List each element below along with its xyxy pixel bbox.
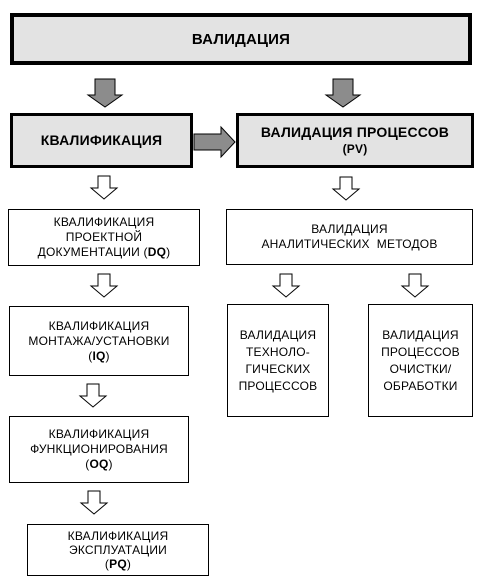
oq-box: КВАЛИФИКАЦИЯ ФУНКЦИОНИРОВАНИЯ (OQ) <box>9 416 189 483</box>
dq-line2: ПРОЕКТНОЙ <box>65 230 143 244</box>
arrow-down-outline-1 <box>89 175 119 200</box>
pq-line2: ЭКСПЛУАТАЦИИ <box>69 543 167 557</box>
validation-top-label: ВАЛИДАЦИЯ <box>191 30 291 48</box>
tech-line2: ТЕХНОЛО- <box>245 344 310 359</box>
analytical-methods-box: ВАЛИДАЦИЯ АНАЛИТИЧЕСКИХ МЕТОДОВ <box>226 209 473 265</box>
arrow-down-outline-5 <box>331 176 361 201</box>
oq-line1: КВАЛИФИКАЦИЯ <box>48 427 150 441</box>
tech-line3: ГИЧЕСКИХ <box>245 361 311 376</box>
qualification-label: КВАЛИФИКАЦИЯ <box>40 132 163 148</box>
cleaning-line2: ПРОЦЕССОВ <box>381 344 460 359</box>
tech-processes-box: ВАЛИДАЦИЯ ТЕХНОЛО- ГИЧЕСКИХ ПРОЦЕССОВ <box>227 304 329 417</box>
iq-box: КВАЛИФИКАЦИЯ МОНТАЖА/УСТАНОВКИ (IQ) <box>9 306 189 376</box>
arrow-down-outline-3 <box>78 383 108 408</box>
pq-box: КВАЛИФИКАЦИЯ ЭКСПЛУАТАЦИИ (PQ) <box>27 524 209 576</box>
iq-line1: КВАЛИФИКАЦИЯ <box>48 318 150 333</box>
process-validation-line1: ВАЛИДАЦИЯ ПРОЦЕССОВ <box>260 123 450 140</box>
tech-line1: ВАЛИДАЦИЯ <box>239 327 317 342</box>
cleaning-processes-box: ВАЛИДАЦИЯ ПРОЦЕССОВ ОЧИСТКИ/ ОБРАБОТКИ <box>368 304 473 417</box>
iq-line2: МОНТАЖА/УСТАНОВКИ <box>28 333 170 348</box>
arrow-down-grey-right <box>324 78 362 108</box>
tech-line4: ПРОЦЕССОВ <box>238 378 318 393</box>
dq-box: КВАЛИФИКАЦИЯ ПРОЕКТНОЙ ДОКУМЕНТАЦИИ (DQ) <box>8 209 200 266</box>
arrow-down-outline-4 <box>79 490 109 515</box>
analytical-line1: ВАЛИДАЦИЯ <box>311 222 388 236</box>
oq-line2: ФУНКЦИОНИРОВАНИЯ <box>30 442 168 456</box>
iq-line3: (IQ) <box>88 348 110 363</box>
process-validation-box: ВАЛИДАЦИЯ ПРОЦЕССОВ (PV) <box>236 113 474 168</box>
oq-line3: (OQ) <box>85 457 113 471</box>
arrow-down-outline-6 <box>271 273 301 298</box>
dq-line1: КВАЛИФИКАЦИЯ <box>53 215 155 229</box>
analytical-line2: АНАЛИТИЧЕСКИХ МЕТОДОВ <box>261 237 438 251</box>
dq-line3: ДОКУМЕНТАЦИИ (DQ) <box>37 245 171 259</box>
arrow-down-grey-left <box>86 78 124 108</box>
arrow-right-grey <box>193 125 236 159</box>
arrow-down-outline-2 <box>89 273 119 298</box>
process-validation-line2: (PV) <box>342 141 368 156</box>
cleaning-line1: ВАЛИДАЦИЯ <box>382 327 459 342</box>
cleaning-line4: ОБРАБОТКИ <box>383 378 458 393</box>
pq-line3: (PQ) <box>104 557 132 571</box>
cleaning-line3: ОЧИСТКИ/ <box>389 361 452 376</box>
pq-line1: КВАЛИФИКАЦИЯ <box>67 529 169 543</box>
validation-top-box: ВАЛИДАЦИЯ <box>10 13 472 65</box>
qualification-box: КВАЛИФИКАЦИЯ <box>10 113 193 168</box>
arrow-down-outline-7 <box>400 273 430 298</box>
